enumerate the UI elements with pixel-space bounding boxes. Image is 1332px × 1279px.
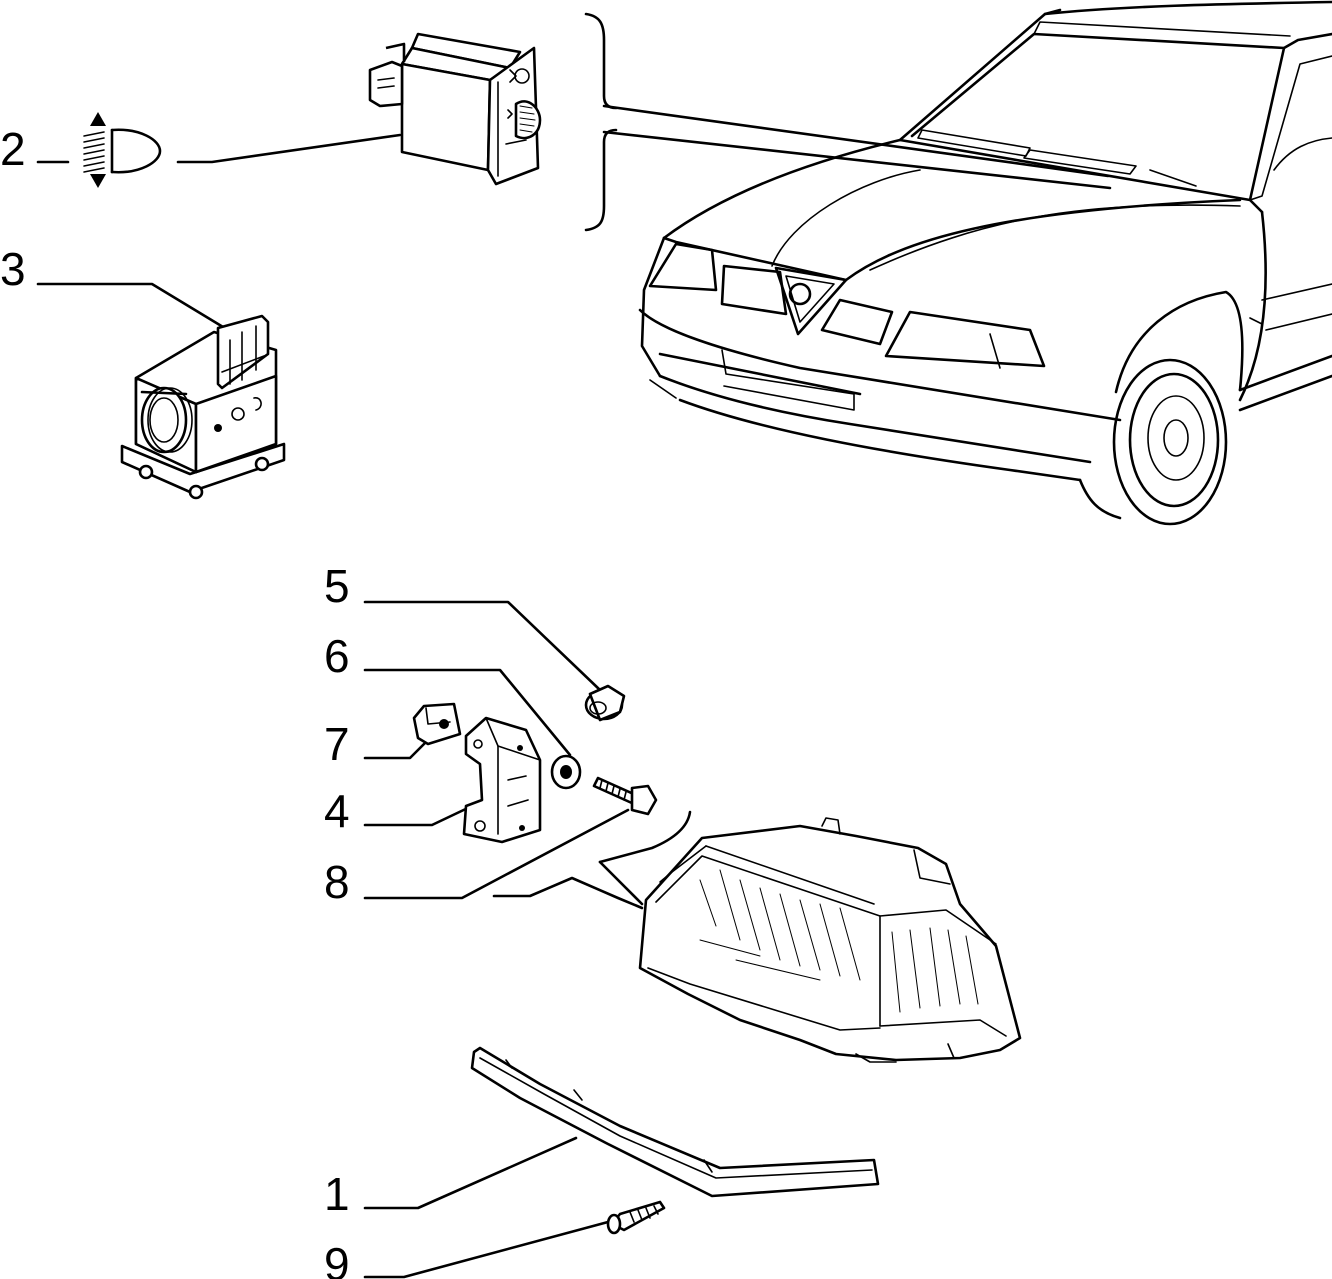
leader-2b — [176, 133, 402, 164]
leader-6 — [363, 668, 572, 757]
callout-6: 6 — [324, 630, 350, 682]
car-illustration — [638, 0, 1332, 526]
washer — [550, 754, 582, 790]
callout-5: 5 — [324, 560, 350, 612]
leader-1 — [363, 1136, 578, 1210]
leader-3 — [36, 282, 230, 332]
callout-numbers: 2 3 5 6 7 4 8 1 9 — [0, 123, 350, 1279]
nut — [584, 684, 626, 722]
leader-lines — [36, 133, 630, 1279]
headlamp — [492, 810, 1022, 1063]
callout-3: 3 — [0, 243, 26, 295]
location-bracket — [584, 12, 1112, 232]
bolt — [592, 776, 658, 816]
leveling-switch — [368, 32, 542, 186]
callout-9: 9 — [324, 1238, 350, 1279]
callout-4: 4 — [324, 785, 350, 837]
leader-9 — [363, 1220, 610, 1279]
headlamp-leveling-icon — [83, 112, 162, 188]
relay-unit — [120, 314, 286, 500]
callout-1: 1 — [324, 1168, 350, 1220]
callout-8: 8 — [324, 856, 350, 908]
bracket — [462, 716, 542, 844]
leader-8 — [363, 808, 630, 900]
leader-7 — [363, 736, 432, 760]
leader-4 — [363, 804, 474, 827]
moulding-strip — [470, 1046, 880, 1198]
callout-7: 7 — [324, 718, 350, 770]
leader-5 — [363, 600, 602, 692]
screw — [606, 1200, 666, 1235]
callout-2: 2 — [0, 123, 26, 175]
clip — [412, 702, 462, 746]
